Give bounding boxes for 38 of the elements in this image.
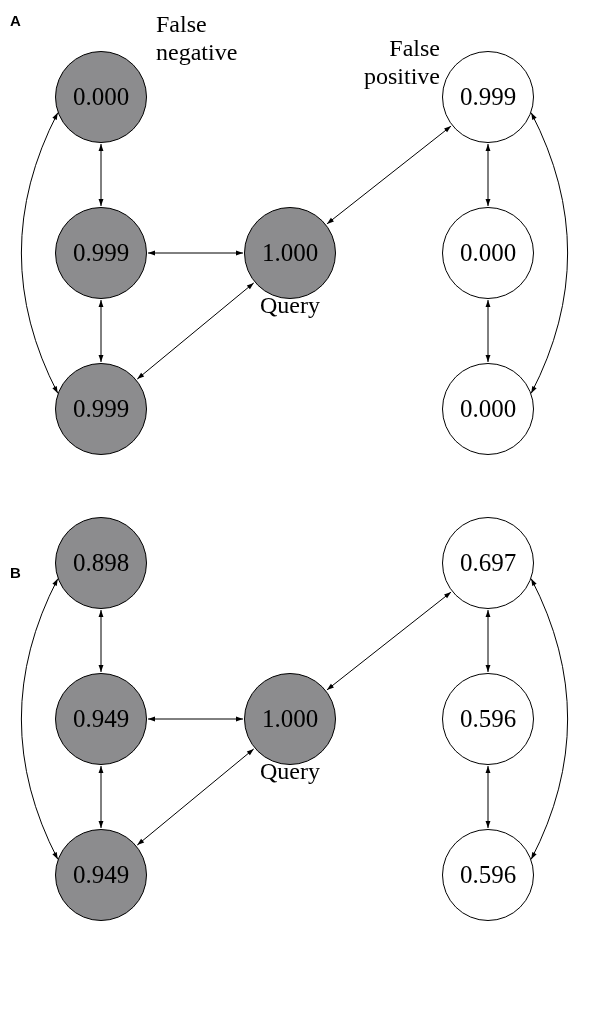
node-caption: False positive xyxy=(363,34,440,90)
double-arrow xyxy=(147,250,244,256)
node-caption: Query xyxy=(259,291,321,319)
node-value: 0.000 xyxy=(459,239,517,267)
node-value: 0.999 xyxy=(72,395,130,423)
node-value: 0.999 xyxy=(72,239,130,267)
node-caption: False negative xyxy=(156,10,239,66)
double-arrow xyxy=(20,112,59,394)
double-arrow xyxy=(326,591,452,691)
node-value: 0.596 xyxy=(459,861,517,889)
node-value: 0.596 xyxy=(459,705,517,733)
double-arrow xyxy=(98,299,104,363)
double-arrow xyxy=(20,578,59,860)
double-arrow xyxy=(485,765,491,829)
double-arrow xyxy=(485,143,491,207)
node-value: 0.697 xyxy=(459,549,517,577)
double-arrow xyxy=(530,112,569,394)
double-arrow xyxy=(98,765,104,829)
double-arrow xyxy=(147,716,244,722)
double-arrow xyxy=(136,748,255,846)
node-value: 0.898 xyxy=(72,549,130,577)
node-value: 1.000 xyxy=(261,705,319,733)
node-value: 0.000 xyxy=(72,83,130,111)
double-arrow xyxy=(326,125,452,225)
double-arrow xyxy=(136,282,255,380)
double-arrow xyxy=(485,609,491,673)
double-arrow xyxy=(485,299,491,363)
panel-label: A xyxy=(10,12,21,29)
double-arrow xyxy=(98,609,104,673)
node-value: 0.000 xyxy=(459,395,517,423)
node-caption: Query xyxy=(259,757,321,785)
node-value: 0.999 xyxy=(459,83,517,111)
node-value: 0.949 xyxy=(72,705,130,733)
node-value: 1.000 xyxy=(261,239,319,267)
double-arrow xyxy=(530,578,569,860)
panel-label: B xyxy=(10,564,21,581)
node-value: 0.949 xyxy=(72,861,130,889)
double-arrow xyxy=(98,143,104,207)
